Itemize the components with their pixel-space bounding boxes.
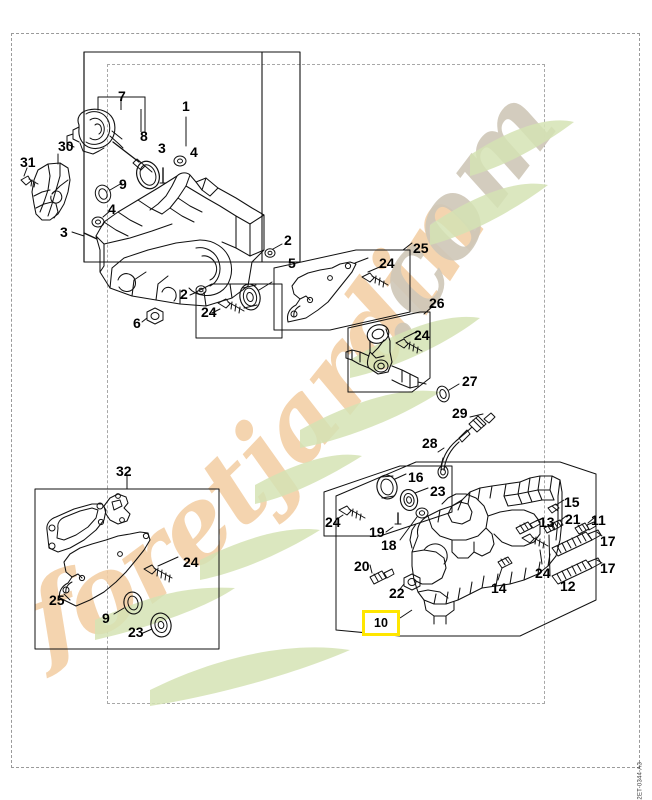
callout-11: 11 — [591, 512, 606, 528]
part-nipple-11 — [574, 521, 597, 535]
part-gasket-small-32 — [103, 493, 131, 525]
callout-26: 26 — [429, 295, 445, 311]
part-o-ring-large — [136, 160, 160, 190]
callout-4b: 4 — [108, 201, 116, 217]
callout-17a: 17 — [600, 533, 616, 549]
part-screw-24a — [217, 298, 245, 314]
part-screw-24b — [361, 272, 389, 288]
callout-22: 22 — [389, 585, 405, 601]
callout-4a: 4 — [190, 144, 198, 160]
callout-29: 29 — [452, 405, 468, 421]
group-10-outline — [335, 461, 597, 637]
highlighted-item-10[interactable]: 10 — [362, 610, 400, 636]
callout-3b: 3 — [60, 224, 68, 240]
part-crankcase-main — [95, 172, 265, 307]
part-dowel-13 — [515, 519, 541, 535]
part-bushing-20 — [369, 568, 395, 585]
callout-16: 16 — [408, 469, 424, 485]
part-washer-18 — [415, 507, 429, 519]
part-bearing-5 — [239, 283, 261, 311]
callout-19: 19 — [369, 524, 385, 540]
part-screw-31 — [20, 175, 39, 188]
document-code: 1142-2ET-0344-A3 — [637, 762, 643, 800]
callout-17b: 17 — [600, 560, 616, 576]
part-oil-seal-9a — [94, 184, 112, 204]
callout-31: 31 — [20, 154, 36, 170]
part-bearing-23a — [399, 489, 419, 511]
callout-5: 5 — [288, 255, 296, 271]
callout-2a: 2 — [284, 232, 292, 248]
callout-8: 8 — [140, 128, 148, 144]
part-nut-2a — [264, 248, 276, 258]
callout-3a: 3 — [158, 140, 166, 156]
part-oil-pump — [66, 108, 124, 155]
part-gasket-cylinder-32 — [46, 502, 107, 553]
part-gasket-25 — [286, 261, 357, 323]
callout-9a: 9 — [119, 176, 127, 192]
callout-6: 6 — [133, 315, 141, 331]
callout-24a: 24 — [201, 304, 217, 320]
part-screw-24e — [521, 533, 549, 549]
part-crankcase-half-10 — [409, 475, 563, 625]
callout-25b: 25 — [49, 592, 65, 608]
callout-25a: 25 — [413, 240, 429, 256]
group-5-box — [195, 283, 283, 339]
callout-7: 7 — [118, 88, 126, 104]
callout-24f: 24 — [183, 554, 199, 570]
callout-24b: 24 — [379, 255, 395, 271]
callout-13: 13 — [539, 514, 555, 530]
highlight-label: 10 — [374, 616, 388, 630]
part-washer-4a — [173, 155, 187, 167]
callout-14: 14 — [491, 580, 507, 596]
callout-30: 30 — [58, 138, 74, 154]
callout-24d: 24 — [325, 514, 341, 530]
part-bracket-30 — [31, 162, 71, 221]
part-fitting-29 — [458, 412, 496, 443]
part-screw-24f — [143, 564, 173, 583]
callout-18: 18 — [381, 537, 397, 553]
part-cap-nut-22 — [403, 573, 421, 591]
part-pin-15 — [547, 503, 560, 514]
part-sleeve-17b — [551, 557, 602, 585]
callout-32: 32 — [116, 463, 132, 479]
part-dowel-14 — [497, 556, 513, 569]
callout-12: 12 — [560, 578, 576, 594]
group-25-box — [273, 249, 411, 331]
part-plug-6 — [146, 307, 164, 325]
part-stud-21 — [550, 519, 564, 531]
callout-24g: 24 — [535, 565, 551, 581]
part-screw-24d — [338, 505, 366, 521]
callout-1: 1 — [182, 98, 190, 114]
callout-21: 21 — [565, 511, 581, 527]
part-gasket-crankcase-32 — [58, 531, 151, 607]
callout-15: 15 — [564, 494, 580, 510]
callout-23a: 23 — [430, 483, 446, 499]
callout-2b: 2 — [180, 286, 188, 302]
part-pin-12 — [543, 523, 556, 534]
callout-20: 20 — [354, 558, 370, 574]
